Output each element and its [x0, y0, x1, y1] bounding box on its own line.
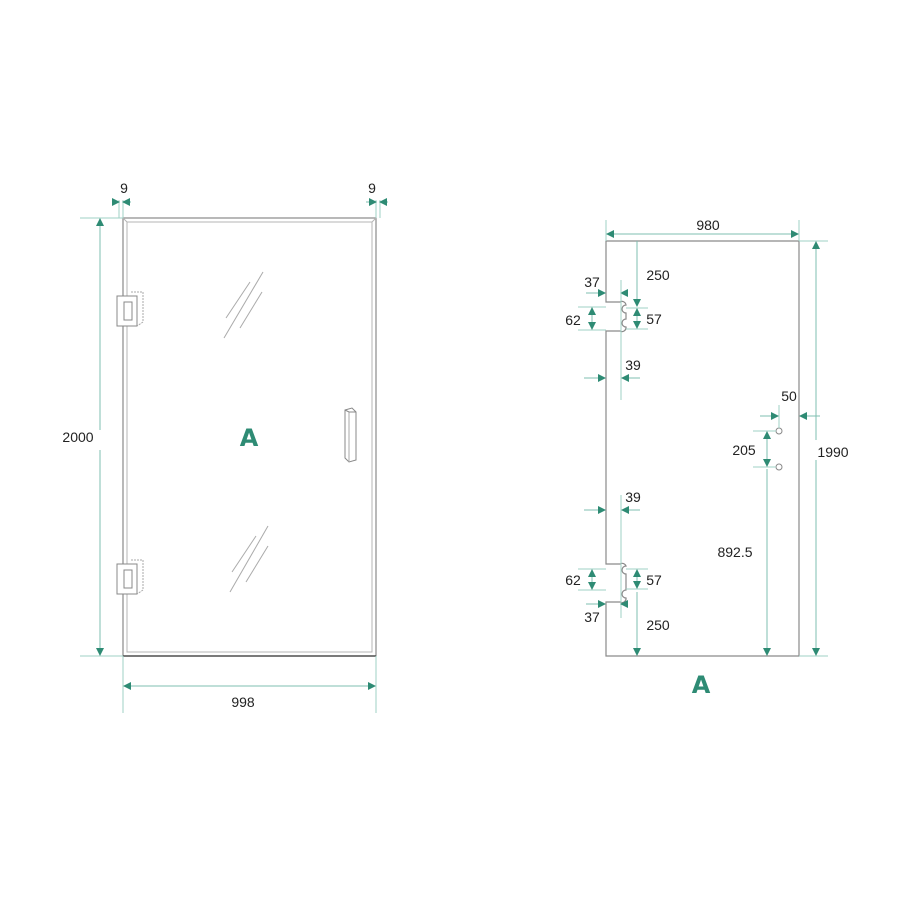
svg-text:37: 37 — [584, 609, 600, 625]
panel-label: A — [240, 424, 259, 452]
right-view: A 980 1990 250 37 — [565, 217, 849, 699]
top-hinge — [116, 291, 144, 327]
glass-reflection-bottom — [229, 525, 269, 593]
svg-text:39: 39 — [625, 489, 641, 505]
dim-right-gap: 9 — [366, 180, 388, 218]
svg-text:50: 50 — [781, 388, 797, 404]
dim-panel-width: 980 — [605, 217, 800, 241]
dim-height: 2000 — [62, 217, 123, 657]
svg-text:1990: 1990 — [817, 444, 848, 460]
dim-top-hinge: 250 37 62 57 39 — [565, 241, 670, 400]
door-handle — [344, 407, 357, 463]
handle-hole-top — [775, 427, 783, 435]
svg-text:62: 62 — [565, 572, 581, 588]
svg-text:980: 980 — [696, 217, 720, 233]
svg-text:998: 998 — [231, 694, 255, 710]
panel-outline — [605, 240, 800, 657]
left-view: A 9 9 2000 — [62, 180, 388, 713]
svg-text:250: 250 — [646, 617, 670, 633]
svg-text:892.5: 892.5 — [717, 544, 752, 560]
dim-panel-height: 1990 — [799, 240, 849, 657]
svg-text:9: 9 — [120, 180, 128, 196]
svg-text:2000: 2000 — [62, 429, 93, 445]
svg-text:57: 57 — [646, 311, 662, 327]
panel-label-right: A — [692, 671, 711, 699]
bottom-hinge — [116, 559, 144, 595]
dim-left-gap: 9 — [112, 180, 131, 218]
svg-text:57: 57 — [646, 572, 662, 588]
dim-handle: 50 205 892.5 — [717, 388, 820, 656]
dim-width: 998 — [122, 656, 377, 713]
svg-text:62: 62 — [565, 312, 581, 328]
glass-reflection-top — [223, 271, 264, 339]
svg-text:37: 37 — [584, 274, 600, 290]
svg-text:39: 39 — [625, 357, 641, 373]
svg-text:250: 250 — [646, 267, 670, 283]
svg-text:9: 9 — [368, 180, 376, 196]
dim-bottom-hinge: 39 62 57 37 250 — [565, 489, 670, 656]
handle-hole-bottom — [775, 463, 783, 471]
svg-text:205: 205 — [732, 442, 756, 458]
glass-panel — [122, 217, 377, 657]
